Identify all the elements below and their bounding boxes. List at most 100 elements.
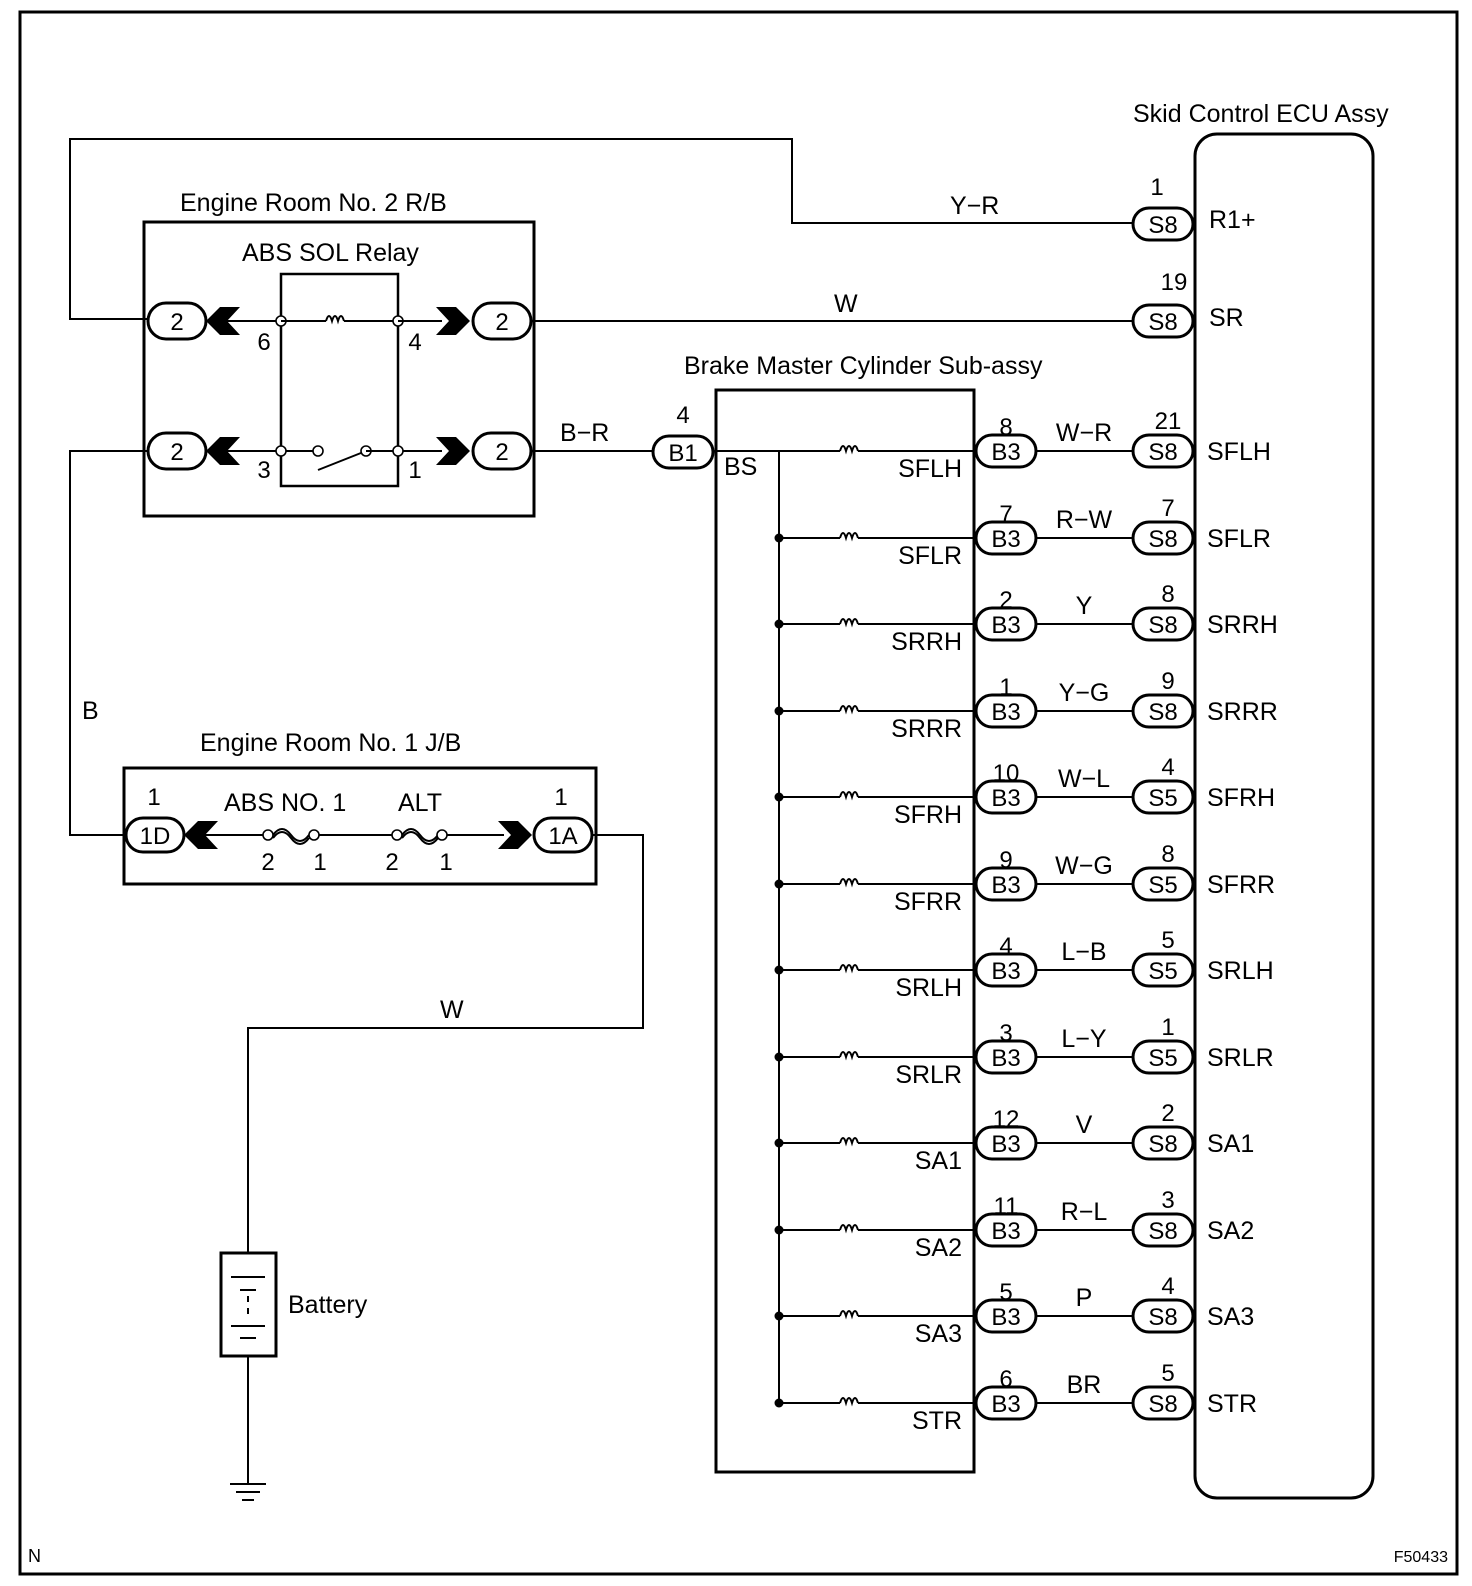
connector-label-relay-right-bottom: 2: [495, 439, 508, 466]
connector-label-b3-sa3: B3: [991, 1304, 1020, 1331]
relay-terminal-3: [275, 445, 287, 457]
arrow-relay-left-top: [206, 307, 240, 335]
connector-label-relay-right-top: 2: [495, 309, 508, 336]
ecu-pin-sa3: 4: [1161, 1273, 1174, 1300]
battery-box: [219, 1251, 278, 1358]
wire-label-sa2: R−L: [1061, 1198, 1108, 1226]
jb-title: Engine Room No. 1 J/B: [200, 729, 461, 757]
relay-pin-1: 1: [408, 457, 421, 484]
connector-label-s8-sflr: S8: [1148, 526, 1177, 553]
master-cyl-box: [714, 388, 976, 1474]
wire-label-sfrr: W−G: [1055, 852, 1113, 880]
connector-label-s8-sr: S8: [1148, 309, 1177, 336]
fuse-abs-terminal-b: [308, 829, 320, 841]
ecu-pin-sfrh: 4: [1161, 754, 1174, 781]
relay-pin-3: 3: [257, 457, 270, 484]
fuse-label-alt: ALT: [398, 789, 442, 817]
wire-label-sa3: P: [1076, 1284, 1093, 1312]
wire-label-srlh: L−B: [1061, 938, 1106, 966]
wire-label-y-r: Y−R: [950, 192, 999, 220]
connector-label-s8-str: S8: [1148, 1391, 1177, 1418]
connector-label-b3-str: B3: [991, 1391, 1020, 1418]
connector-label-b3-srlr: B3: [991, 1045, 1020, 1072]
ecu-pin-srrr: 9: [1161, 668, 1174, 695]
fuse-alt-pin-a: 2: [385, 849, 398, 876]
fuse-alt-pin-b: 1: [439, 849, 452, 876]
fuse-abs-terminal-a: [262, 829, 274, 841]
corner-label-n: N: [28, 1546, 41, 1566]
arrow-jb-left: [184, 821, 218, 849]
wire-label-srlr: L−Y: [1061, 1025, 1107, 1053]
ecu-pin-sa2: 3: [1161, 1187, 1174, 1214]
jb-left-pin: 1: [147, 784, 160, 811]
connector-s8-sr: [1131, 303, 1195, 339]
connector-label-b3-sfrh: B3: [991, 785, 1020, 812]
connector-label-b3-sflh: B3: [991, 439, 1020, 466]
coil-icon: [325, 315, 345, 325]
wire-b: [69, 450, 148, 836]
solenoid-label-srlh: SRLH: [895, 974, 962, 1002]
solenoid-coil-icon-sa3: [839, 1310, 859, 1320]
fuse-abs-icon: [272, 828, 310, 842]
solenoid-coil-icon-sfrh: [839, 791, 859, 801]
fuse-alt-terminal-b: [436, 829, 448, 841]
ecu-pin-sr: 19: [1161, 269, 1188, 296]
connector-label-s5-sfrh: S5: [1148, 785, 1177, 812]
solenoid-label-sa1: SA1: [915, 1147, 962, 1175]
solenoid-label-srrh: SRRH: [891, 628, 962, 656]
ecu-pin-sfrr: 8: [1161, 841, 1174, 868]
connector-s8-r1: [1131, 206, 1195, 242]
ecu-title: Skid Control ECU Assy: [1133, 100, 1389, 128]
b1-pin: 4: [676, 402, 689, 429]
ecu-terminal-r1: R1+: [1209, 206, 1256, 234]
ecu-pin-sflh: 21: [1155, 408, 1182, 435]
connector-s8-srrr: [1131, 693, 1195, 729]
ground-icon: [230, 1483, 266, 1501]
connector-label-b3-sa2: B3: [991, 1218, 1020, 1245]
arrow-relay-left-bottom: [206, 437, 240, 465]
solenoid-coil-icon-sflr: [839, 532, 859, 542]
solenoid-coil-icon-srrh: [839, 618, 859, 628]
wire-label-str: BR: [1067, 1371, 1102, 1399]
connector-label-s8-sa2: S8: [1148, 1218, 1177, 1245]
connector-label-s5-sfrr: S5: [1148, 872, 1177, 899]
connector-label-b3-sfrr: B3: [991, 872, 1020, 899]
arrow-jb-right: [498, 821, 532, 849]
solenoid-coil-icon-srrr: [839, 705, 859, 715]
connector-label-b3-srrh: B3: [991, 612, 1020, 639]
connector-label-b3-sa1: B3: [991, 1131, 1020, 1158]
fuse-alt-terminal-a: [391, 829, 403, 841]
battery-icon: [231, 1276, 265, 1339]
connector-label-b3-srlh: B3: [991, 958, 1020, 985]
connector-label-s8-sflh: S8: [1148, 439, 1177, 466]
solenoid-label-str: STR: [912, 1407, 962, 1435]
relay-box: [142, 220, 536, 518]
fuse-abs-pin-a: 2: [261, 849, 274, 876]
ecu-terminal-sa1: SA1: [1207, 1130, 1254, 1158]
ecu-terminal-srlr: SRLR: [1207, 1044, 1274, 1072]
bs-bus: [716, 450, 780, 1402]
ecu-pin-str: 5: [1161, 1360, 1174, 1387]
wire-label-b: B: [82, 697, 99, 725]
bs-terminal: BS: [724, 453, 757, 481]
connector-label-1a: 1A: [548, 823, 577, 850]
ecu-terminal-sflh: SFLH: [1207, 438, 1271, 466]
connector-label-1d: 1D: [140, 823, 171, 850]
connector-s5-srlr: [1131, 1039, 1195, 1075]
connector-label-relay-left-bottom: 2: [170, 439, 183, 466]
wire-w-battery: [247, 834, 644, 1253]
solenoid-label-sflh: SFLH: [898, 455, 962, 483]
battery-label: Battery: [288, 1291, 368, 1319]
solenoid-label-sflr: SFLR: [898, 542, 962, 570]
connector-s5-sfrh: [1131, 779, 1195, 815]
solenoid-label-sfrh: SFRH: [894, 801, 962, 829]
connector-label-s8-srrh: S8: [1148, 612, 1177, 639]
wire-label-sflh: W−R: [1056, 419, 1112, 447]
ecu-terminal-sr: SR: [1209, 304, 1244, 332]
ecu-terminal-srrh: SRRH: [1207, 611, 1278, 639]
ecu-pin-sflr: 7: [1161, 495, 1174, 522]
ecu-terminal-sa3: SA3: [1207, 1303, 1254, 1331]
ecu-terminal-sflr: SFLR: [1207, 525, 1271, 553]
